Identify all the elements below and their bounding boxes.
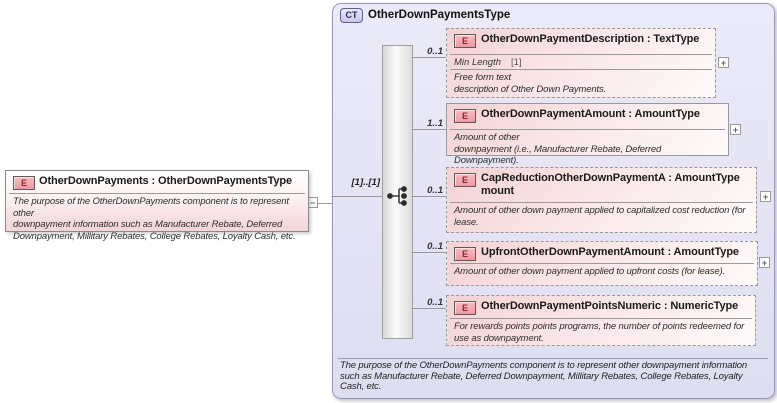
- sequence-occurrence-label: [1]..[1]: [351, 177, 381, 188]
- connector-child-1: [412, 57, 446, 58]
- divider: [450, 202, 753, 203]
- element-annotation: Free form text description of Other Down…: [454, 72, 607, 95]
- connector-child-3: [412, 196, 446, 197]
- connector-child-5: [412, 308, 446, 309]
- element-icon: E: [454, 247, 476, 261]
- cardinality-child-2: 1..1: [427, 118, 443, 129]
- element-icon: E: [13, 176, 35, 190]
- cardinality-child-5: 0..1: [427, 297, 443, 308]
- expand-button-child-2[interactable]: +: [730, 124, 741, 135]
- complex-type-annotation: The purpose of the OtherDownPayments com…: [340, 360, 748, 392]
- element-title: OtherDownPaymentPointsNumeric : NumericT…: [481, 300, 739, 312]
- element-annotation: Amount of other down payment applied to …: [454, 266, 726, 277]
- expand-button-child-3[interactable]: +: [760, 191, 771, 202]
- element-title: OtherDownPaymentDescription : TextType: [481, 33, 700, 45]
- root-element-annotation: The purpose of the OtherDownPayments com…: [13, 196, 296, 242]
- divider: [450, 263, 754, 264]
- connector-child-4: [412, 252, 446, 253]
- complex-type-title: OtherDownPaymentsType: [368, 9, 511, 21]
- element-icon: E: [454, 34, 476, 48]
- sequence-icon: [387, 186, 407, 206]
- connector-child-2: [412, 129, 446, 130]
- connector-ct-to-sequence: [333, 196, 388, 197]
- element-icon: E: [454, 109, 476, 123]
- expand-button-child-4[interactable]: +: [759, 257, 770, 268]
- element-title: CapReductionOtherDownPaymentA : AmountTy…: [481, 172, 740, 197]
- ct-annotation-divider: [338, 358, 768, 359]
- complex-type-icon: CT: [340, 8, 363, 23]
- element-box-other-down-payment-description[interactable]: E OtherDownPaymentDescription : TextType…: [446, 28, 716, 98]
- facet-label: Min Length: [454, 57, 502, 68]
- element-box-cap-reduction-other-down-payment-amount[interactable]: E CapReductionOtherDownPaymentA : Amount…: [446, 167, 757, 233]
- root-element-box[interactable]: E OtherDownPayments : OtherDownPaymentsT…: [5, 170, 309, 242]
- expand-button-child-1[interactable]: +: [718, 57, 729, 68]
- root-element-title: OtherDownPayments : OtherDownPaymentsTyp…: [39, 175, 293, 187]
- divider: [450, 129, 725, 130]
- cardinality-child-4: 0..1: [427, 241, 443, 252]
- divider: [450, 54, 712, 55]
- facet-value: [1]: [511, 57, 522, 68]
- divider: [9, 193, 305, 194]
- divider: [450, 69, 712, 70]
- element-box-other-down-payment-amount[interactable]: E OtherDownPaymentAmount : AmountType Am…: [446, 103, 729, 166]
- cardinality-child-3: 0..1: [427, 185, 443, 196]
- element-annotation: For rewards points points programs, the …: [454, 321, 745, 344]
- element-annotation: Amount of other downpayment (i.e., Manuf…: [454, 132, 662, 166]
- element-icon: E: [454, 173, 476, 187]
- sequence-bar[interactable]: [382, 45, 413, 339]
- element-title: UpfrontOtherDownPaymentAmount : AmountTy…: [481, 246, 739, 258]
- cardinality-child-1: 0..1: [427, 46, 443, 57]
- element-title: OtherDownPaymentAmount : AmountType: [481, 108, 700, 120]
- element-annotation: Amount of other down payment applied to …: [454, 205, 746, 228]
- element-box-other-down-payment-points-numeric[interactable]: E OtherDownPaymentPointsNumeric : Numeri…: [446, 295, 756, 346]
- element-icon: E: [454, 301, 476, 315]
- element-box-upfront-other-down-payment-amount[interactable]: E UpfrontOtherDownPaymentAmount : Amount…: [446, 241, 758, 286]
- divider: [450, 318, 752, 319]
- connector-root-to-ct: [307, 203, 332, 204]
